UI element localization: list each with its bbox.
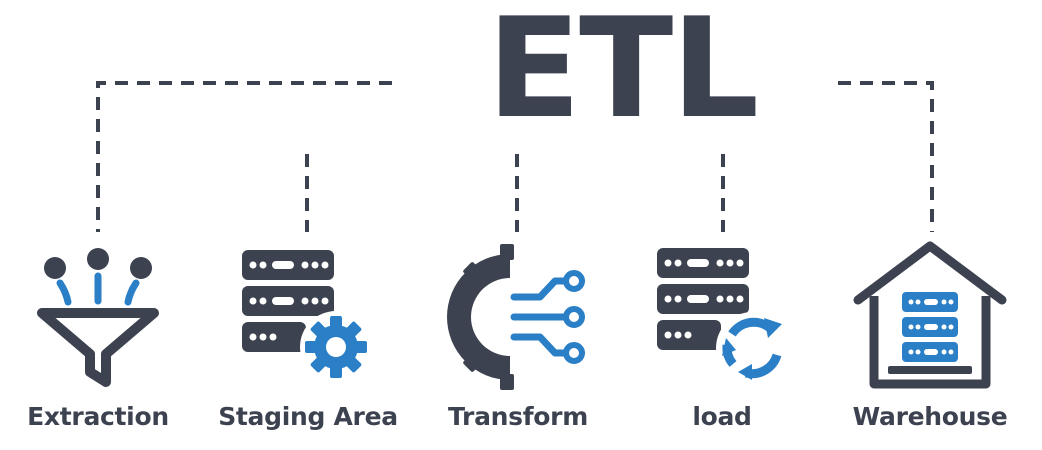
- connector-warehouse: [838, 81, 934, 232]
- warehouse-icon: [853, 241, 1007, 389]
- server-refresh-icon: [657, 248, 788, 384]
- stage-label-transform: Transform: [448, 402, 588, 431]
- stage-label-staging-area: Staging Area: [218, 402, 398, 431]
- connector-extraction: [96, 81, 392, 232]
- connectors: [96, 81, 934, 232]
- stage-label-extraction: Extraction: [27, 402, 169, 431]
- server-gear-icon: [242, 250, 372, 383]
- diagram-title: ETL: [486, 0, 759, 149]
- stage-label-load: load: [692, 402, 752, 431]
- stage-label-warehouse: Warehouse: [852, 402, 1008, 431]
- funnel-icon: [37, 248, 159, 387]
- gear-circuit-icon: [447, 244, 585, 390]
